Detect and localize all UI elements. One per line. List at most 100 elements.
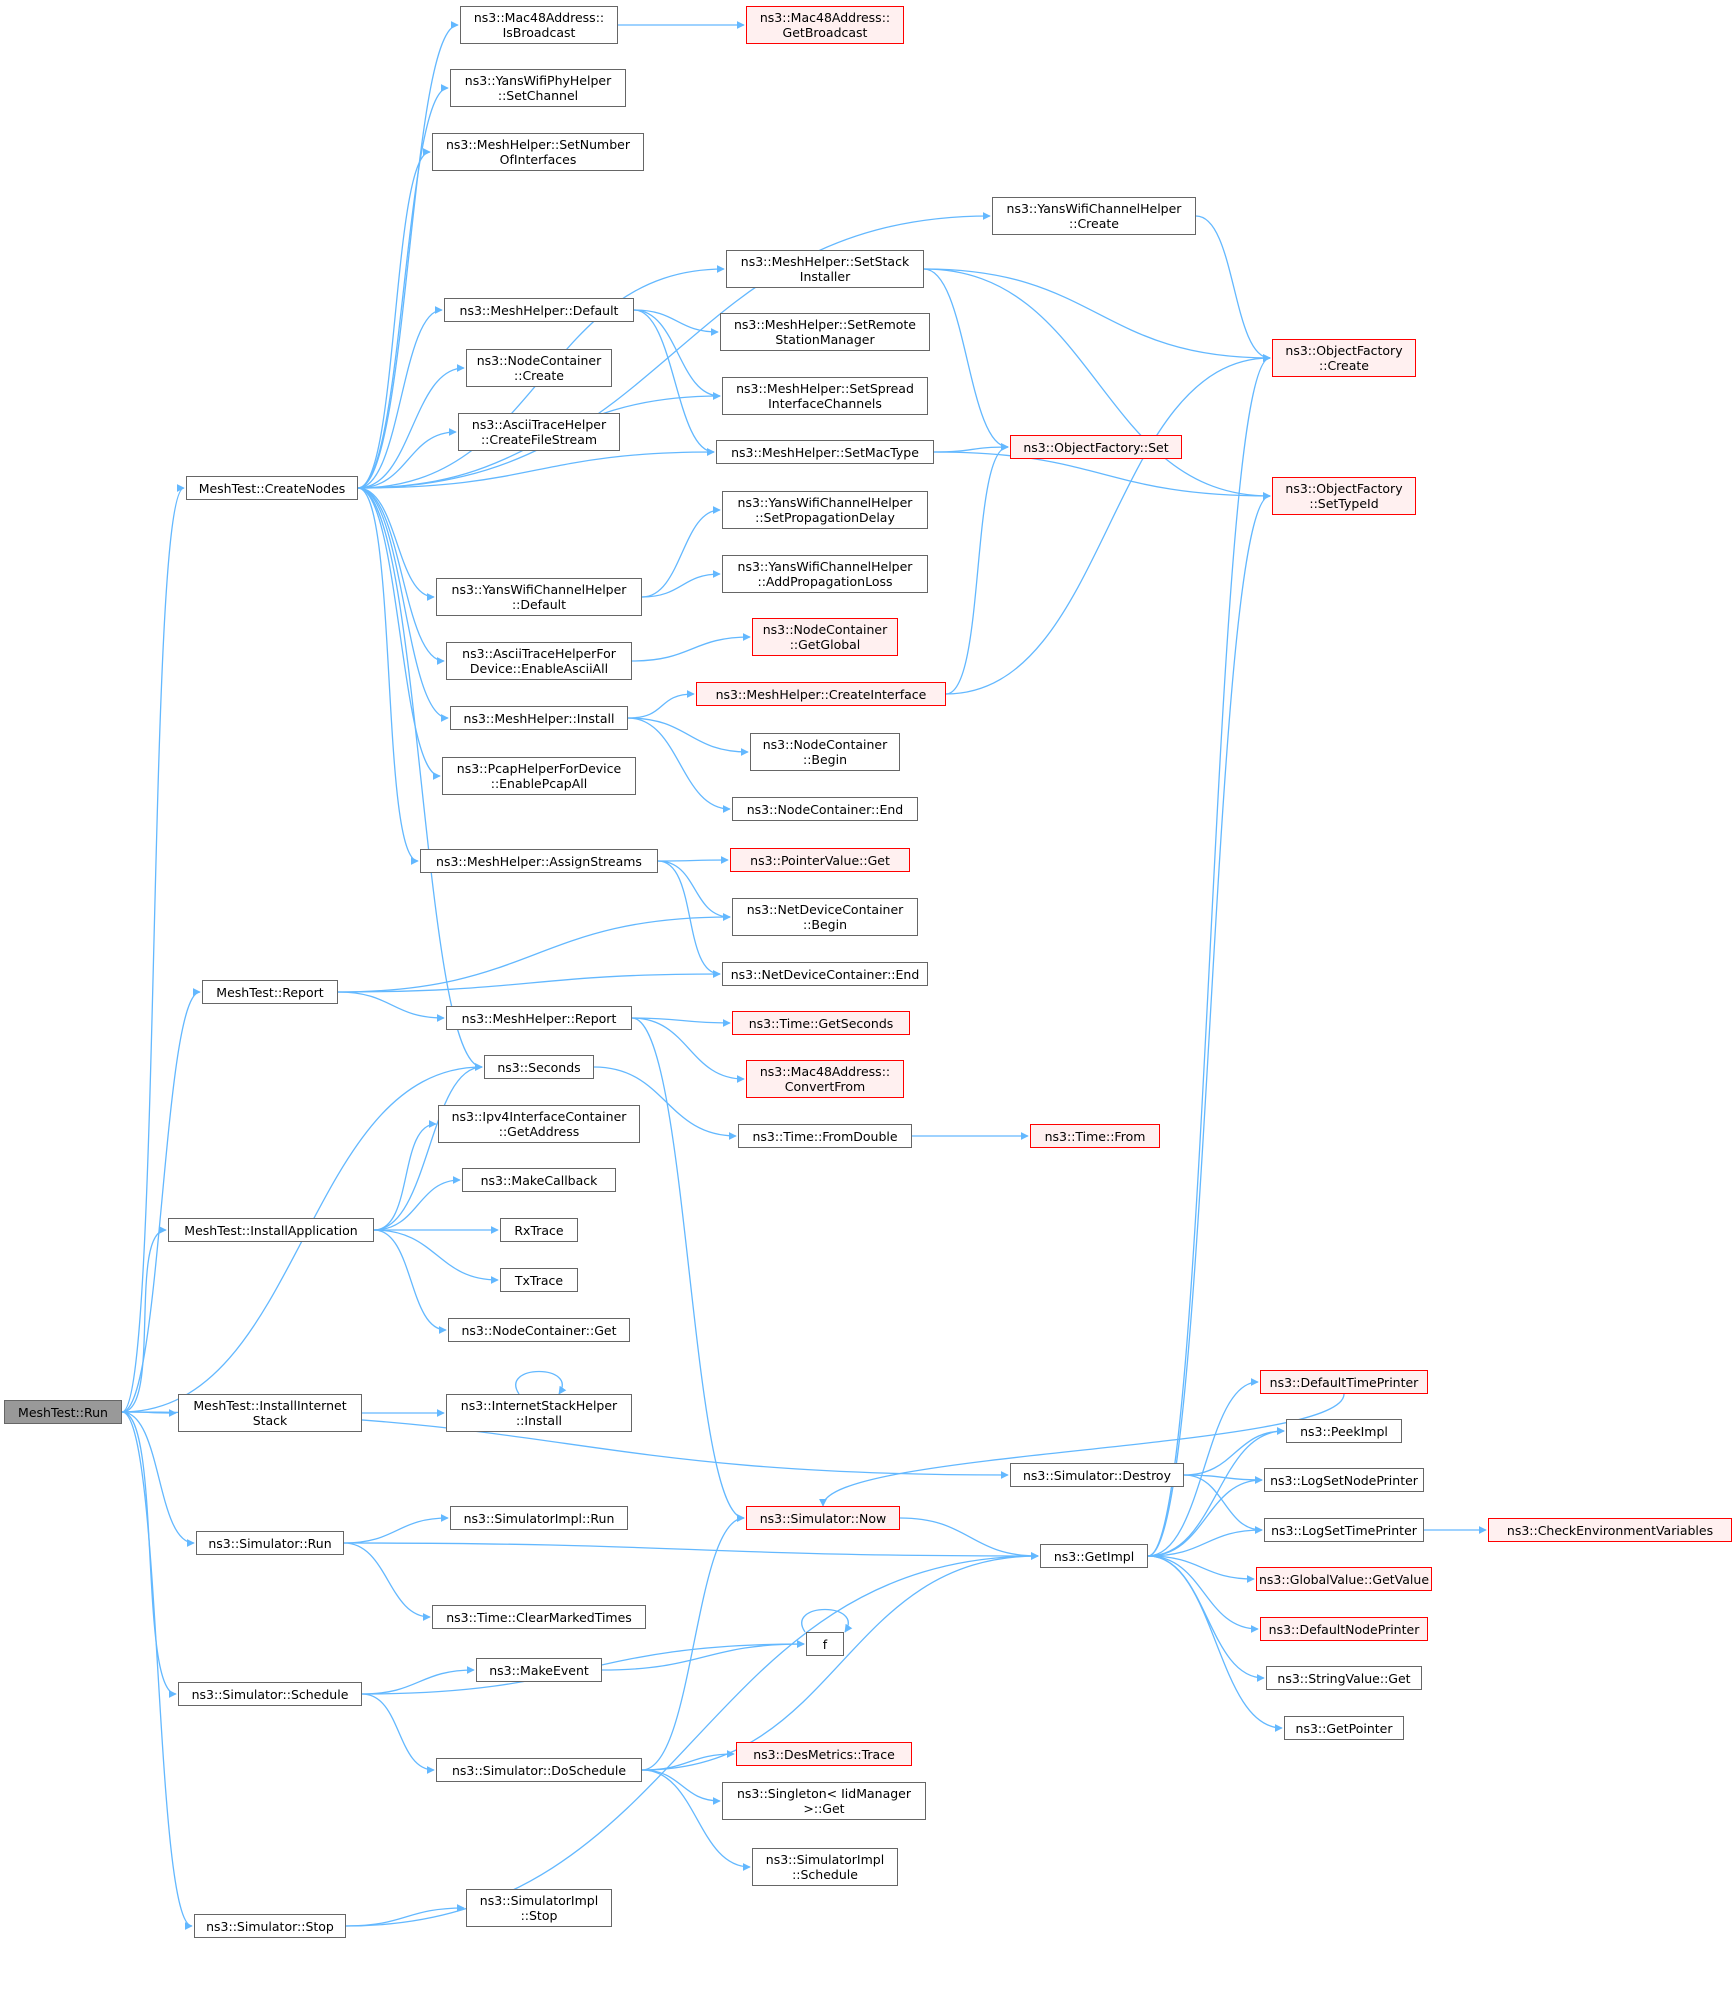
node-check-env[interactable]: ns3::CheckEnvironmentVariables	[1488, 1518, 1732, 1542]
node-nc-create[interactable]: ns3::NodeContainer::Create	[466, 349, 612, 387]
call-edge-sim-destroy-to-log-settime	[1183, 1474, 1263, 1534]
node-rxtrace[interactable]: RxTrace	[500, 1218, 578, 1242]
node-stringvalue-get[interactable]: ns3::StringValue::Get	[1266, 1666, 1422, 1690]
node-label-line: MeshTest::Report	[216, 984, 324, 1000]
call-edge-create-nodes-to-mesh-setnumber	[357, 148, 431, 489]
call-edge-sim-run-to-getimpl	[343, 1542, 1039, 1560]
node-of-create[interactable]: ns3::ObjectFactory::Create	[1272, 339, 1416, 377]
node-ndc-begin[interactable]: ns3::NetDeviceContainer::Begin	[732, 898, 918, 936]
node-seconds[interactable]: ns3::Seconds	[484, 1055, 594, 1079]
call-edge-mesh-default-to-mesh-setspread	[633, 309, 721, 400]
node-globalvalue-get[interactable]: ns3::GlobalValue::GetValue	[1256, 1567, 1432, 1591]
node-label-line: ::Create	[1319, 358, 1369, 373]
node-mesh-createif[interactable]: ns3::MeshHelper::CreateInterface	[696, 682, 946, 706]
call-edge-report-test-to-ndc-end	[337, 970, 721, 993]
node-label-line: ::SetPropagationDelay	[755, 510, 895, 525]
node-makecallback[interactable]: ns3::MakeCallback	[462, 1168, 616, 1192]
node-install-app[interactable]: MeshTest::InstallApplication	[168, 1218, 374, 1242]
node-label-line: ::Schedule	[792, 1867, 858, 1882]
node-label-line: MeshTest::InstallInternet	[193, 1398, 347, 1413]
node-nc-end[interactable]: ns3::NodeContainer::End	[732, 797, 918, 821]
call-edge-mesh-install-to-mesh-createif	[627, 690, 695, 719]
node-yans-chan-default[interactable]: ns3::YansWifiChannelHelper::Default	[436, 578, 642, 616]
node-default-timeprinter[interactable]: ns3::DefaultTimePrinter	[1260, 1370, 1428, 1394]
node-log-settime[interactable]: ns3::LogSetTimePrinter	[1264, 1518, 1424, 1542]
call-edge-sim-destroy-to-log-setnode	[1183, 1474, 1263, 1484]
node-label-line: ::SetTypeId	[1309, 496, 1379, 511]
node-simimpl-run[interactable]: ns3::SimulatorImpl::Run	[450, 1506, 628, 1530]
node-getpointer[interactable]: ns3::GetPointer	[1284, 1716, 1404, 1740]
call-edge-mesh-install-to-nc-end	[627, 717, 731, 813]
node-label-line: ns3::MakeCallback	[480, 1172, 598, 1188]
node-label-line: ns3::CheckEnvironmentVariables	[1506, 1522, 1714, 1538]
node-ndc-end[interactable]: ns3::NetDeviceContainer::End	[722, 962, 928, 986]
node-of-settypeid[interactable]: ns3::ObjectFactory::SetTypeId	[1272, 477, 1416, 515]
node-yans-chan-create[interactable]: ns3::YansWifiChannelHelper::Create	[992, 197, 1196, 235]
call-edge-mesh-createif-to-of-set	[945, 443, 1009, 695]
node-label-line: ns3::Seconds	[497, 1059, 581, 1075]
node-label-line: ns3::YansWifiPhyHelper	[464, 73, 612, 88]
node-time-from[interactable]: ns3::Time::From	[1030, 1124, 1160, 1148]
node-label-line: ns3::LogSetNodePrinter	[1270, 1472, 1418, 1488]
node-log-setnode[interactable]: ns3::LogSetNodePrinter	[1264, 1468, 1424, 1492]
node-sim-doschedule[interactable]: ns3::Simulator::DoSchedule	[436, 1758, 642, 1782]
node-report-test[interactable]: MeshTest::Report	[202, 980, 338, 1004]
node-sim-destroy[interactable]: ns3::Simulator::Destroy	[1010, 1463, 1184, 1487]
node-time-getseconds[interactable]: ns3::Time::GetSeconds	[732, 1011, 910, 1035]
call-edge-install-app-to-makecallback	[373, 1176, 461, 1231]
call-edge-mesh-setstack-to-of-set	[923, 268, 1009, 451]
node-create-nodes[interactable]: MeshTest::CreateNodes	[186, 476, 358, 500]
node-sim-run[interactable]: ns3::Simulator::Run	[196, 1531, 344, 1555]
node-mac-isbroadcast[interactable]: ns3::Mac48Address::IsBroadcast	[460, 6, 618, 44]
node-inet-install[interactable]: ns3::InternetStackHelper::Install	[446, 1394, 632, 1432]
node-mesh-install[interactable]: ns3::MeshHelper::Install	[450, 706, 628, 730]
node-yans-phy-setchannel[interactable]: ns3::YansWifiPhyHelper::SetChannel	[450, 69, 626, 107]
node-of-set[interactable]: ns3::ObjectFactory::Set	[1010, 435, 1182, 459]
node-time-fromdouble[interactable]: ns3::Time::FromDouble	[738, 1124, 912, 1148]
node-label-line: ns3::PcapHelperForDevice	[456, 761, 622, 776]
call-edge-sim-now-to-getimpl	[899, 1517, 1039, 1560]
node-sim-now[interactable]: ns3::Simulator::Now	[746, 1506, 900, 1530]
node-peekimpl[interactable]: ns3::PeekImpl	[1286, 1419, 1402, 1443]
node-nc-getglobal[interactable]: ns3::NodeContainer::GetGlobal	[752, 618, 898, 656]
node-mac-convertfrom[interactable]: ns3::Mac48Address::ConvertFrom	[746, 1060, 904, 1098]
node-mesh-report[interactable]: ns3::MeshHelper::Report	[446, 1006, 632, 1030]
node-pointer-get[interactable]: ns3::PointerValue::Get	[730, 848, 910, 872]
node-yans-setprop[interactable]: ns3::YansWifiChannelHelper::SetPropagati…	[722, 491, 928, 529]
node-label-line: ns3::PeekImpl	[1300, 1423, 1388, 1439]
node-simimpl-stop[interactable]: ns3::SimulatorImpl::Stop	[466, 1889, 612, 1927]
node-sim-stop[interactable]: ns3::Simulator::Stop	[194, 1914, 346, 1938]
node-f-func[interactable]: f	[806, 1632, 844, 1656]
node-txtrace[interactable]: TxTrace	[500, 1268, 578, 1292]
node-mac-getbroadcast[interactable]: ns3::Mac48Address::GetBroadcast	[746, 6, 904, 44]
call-edge-makeevent-to-f-func	[601, 1640, 805, 1671]
node-singleton-get[interactable]: ns3::Singleton< IidManager>::Get	[722, 1782, 926, 1820]
call-edge-install-app-to-seconds	[373, 1063, 483, 1231]
node-mesh-default[interactable]: ns3::MeshHelper::Default	[444, 298, 634, 322]
node-default-nodeprinter[interactable]: ns3::DefaultNodePrinter	[1260, 1617, 1428, 1641]
node-label-line: ::Create	[1069, 216, 1119, 231]
node-mesh-assignstreams[interactable]: ns3::MeshHelper::AssignStreams	[420, 849, 658, 873]
node-makeevent[interactable]: ns3::MakeEvent	[476, 1658, 602, 1682]
node-simimpl-schedule[interactable]: ns3::SimulatorImpl::Schedule	[752, 1848, 898, 1886]
node-yans-addloss[interactable]: ns3::YansWifiChannelHelper::AddPropagati…	[722, 555, 928, 593]
node-desmetrics-trace[interactable]: ns3::DesMetrics::Trace	[736, 1742, 912, 1766]
node-label-line: StationManager	[775, 332, 875, 347]
node-nc-begin[interactable]: ns3::NodeContainer::Begin	[750, 733, 900, 771]
node-nc-get[interactable]: ns3::NodeContainer::Get	[448, 1318, 630, 1342]
node-label-line: ns3::YansWifiChannelHelper	[1006, 201, 1182, 216]
node-label-line: MeshTest::InstallApplication	[184, 1222, 358, 1238]
node-getimpl[interactable]: ns3::GetImpl	[1040, 1544, 1148, 1568]
node-sim-schedule[interactable]: ns3::Simulator::Schedule	[178, 1682, 362, 1706]
node-ascii-createfile[interactable]: ns3::AsciiTraceHelper::CreateFileStream	[458, 413, 620, 451]
node-mesh-setmactype[interactable]: ns3::MeshHelper::SetMacType	[716, 440, 934, 464]
node-pcap-enableall[interactable]: ns3::PcapHelperForDevice::EnablePcapAll	[442, 757, 636, 795]
node-ipv4-getaddress[interactable]: ns3::Ipv4InterfaceContainer::GetAddress	[438, 1105, 640, 1143]
node-time-clearmarked[interactable]: ns3::Time::ClearMarkedTimes	[432, 1605, 646, 1629]
